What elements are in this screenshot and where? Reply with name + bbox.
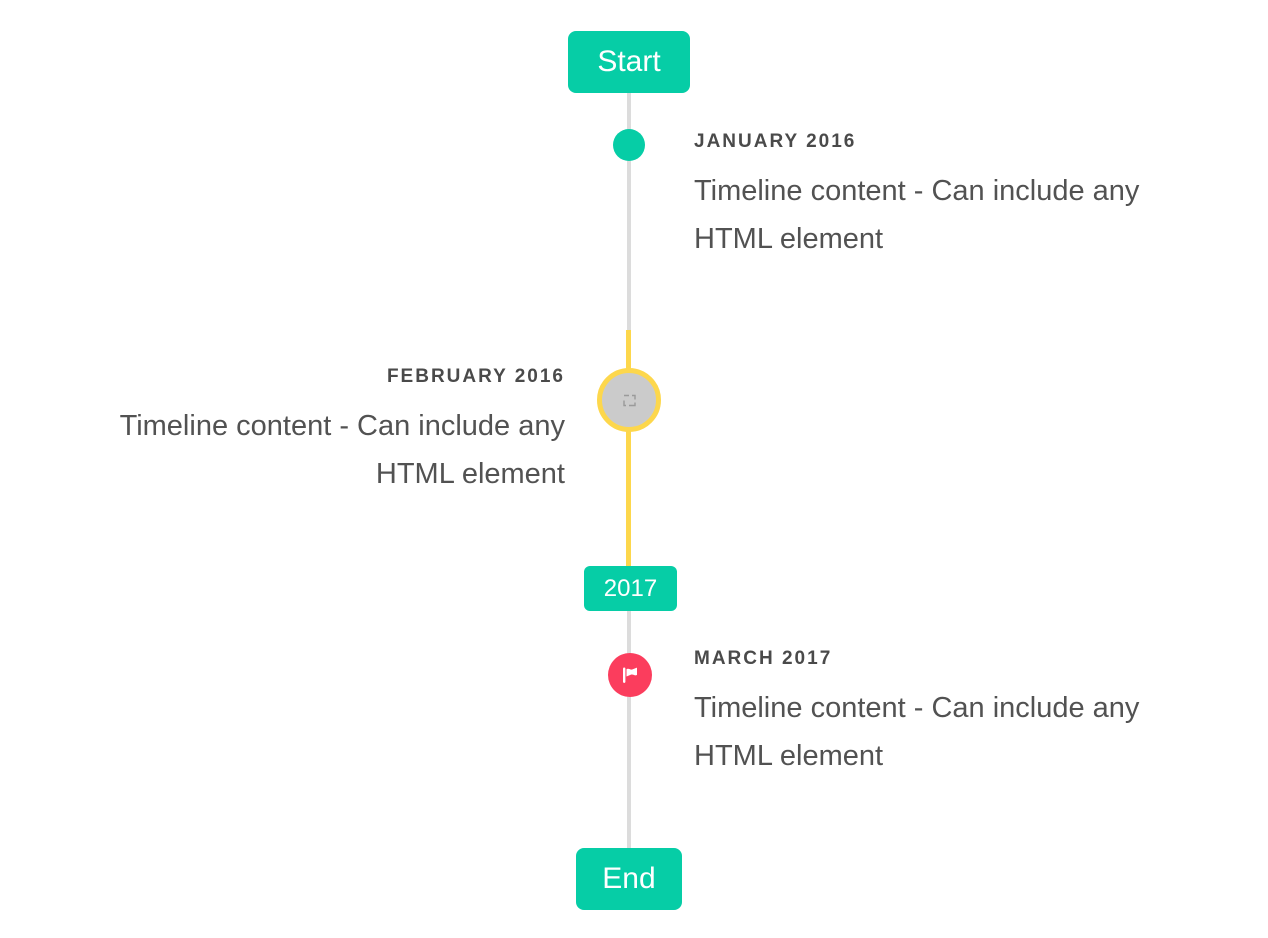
broken-image-icon: [622, 393, 637, 408]
timeline-item-march-2017: MARCH 2017 Timeline content - Can includ…: [694, 648, 1219, 780]
timeline-year-label: 2017: [603, 574, 658, 602]
timeline-item-title: MARCH 2017: [694, 648, 833, 669]
timeline-line-segment-highlighted: [626, 330, 631, 566]
timeline-end-badge: End: [576, 848, 682, 910]
timeline-line-segment-top: [627, 93, 631, 330]
timeline-item-content: Timeline content - Can include any HTML …: [694, 692, 1140, 772]
timeline-line-segment-bottom: [627, 611, 631, 848]
timeline-marker-january: [613, 129, 645, 161]
timeline-item-february-2016: FEBRUARY 2016 Timeline content - Can inc…: [40, 366, 565, 498]
timeline-item-content: Timeline content - Can include any HTML …: [694, 175, 1140, 255]
timeline-marker-march: [608, 653, 652, 697]
timeline-year-badge: 2017: [584, 566, 677, 611]
flag-icon: [618, 663, 642, 687]
timeline-item-title: FEBRUARY 2016: [386, 366, 565, 387]
timeline-start-label: Start: [597, 45, 661, 78]
timeline-start-badge: Start: [568, 31, 690, 93]
timeline-end-label: End: [602, 862, 656, 895]
timeline-item-title: JANUARY 2016: [694, 131, 857, 152]
timeline-item-content: Timeline content - Can include any HTML …: [119, 410, 565, 490]
timeline-item-january-2016: JANUARY 2016 Timeline content - Can incl…: [694, 131, 1219, 263]
timeline-marker-february: [597, 368, 661, 432]
